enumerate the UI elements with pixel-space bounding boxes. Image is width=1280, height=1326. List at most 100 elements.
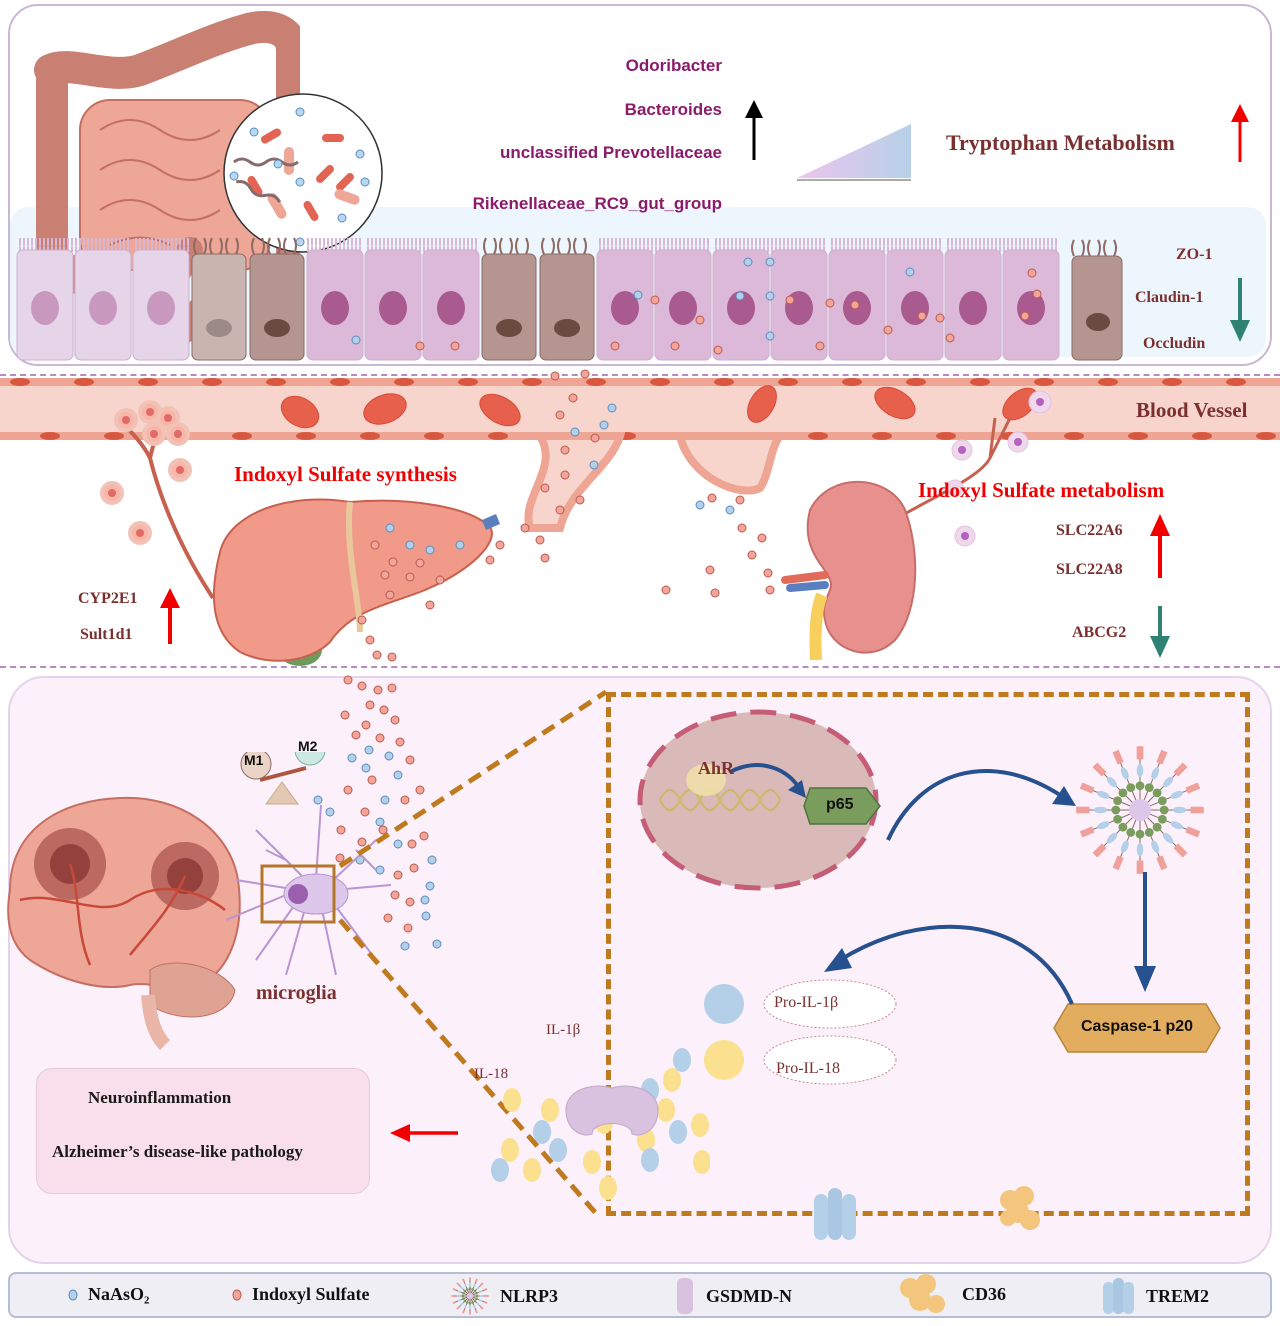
legend-label: Indoxyl Sulfate <box>252 1284 370 1304</box>
naaso2-particle <box>765 291 775 301</box>
kidney-down-gene-label: ABCG2 <box>1072 624 1127 641</box>
indoxyl-sulfate-particle <box>351 730 361 740</box>
naaso2-particle <box>393 770 403 780</box>
goblet-cell <box>249 253 305 361</box>
indoxyl-sulfate-particle <box>379 705 389 715</box>
indoxyl-sulfate-particle <box>435 575 445 585</box>
naaso2-particle <box>393 839 403 849</box>
indoxyl-sulfate-particle <box>387 683 397 693</box>
indoxyl-sulfate-particle <box>883 325 893 335</box>
indoxyl-sulfate-particle <box>825 298 835 308</box>
legend-label: TREM2 <box>1146 1285 1209 1306</box>
bacteria-label: Odoribacter <box>625 56 722 75</box>
indoxyl-sulfate-particle <box>415 341 425 351</box>
nlrp3-to-caspase-arrow <box>1134 872 1156 992</box>
il-18-molecule <box>523 1158 541 1182</box>
legend-label: GSDMD-N <box>706 1285 792 1306</box>
naaso2-particle <box>765 257 775 267</box>
il-1b-molecule <box>491 1158 509 1182</box>
liver-illustration <box>213 498 500 666</box>
legend-item-cd36: CD36 <box>896 1274 1006 1314</box>
indoxyl-sulfate-particle <box>343 675 353 685</box>
indoxyl-sulfate-particle <box>785 295 795 305</box>
bacteria-up-arrow-icon <box>745 100 763 160</box>
nucleus-illustration <box>637 709 881 891</box>
indoxyl-sulfate-particle <box>568 393 578 403</box>
indoxyl-sulfate-particle <box>763 568 773 578</box>
indoxyl-sulfate-particle <box>670 341 680 351</box>
indoxyl-sulfate-particle <box>380 570 390 580</box>
naaso2-particle <box>313 795 323 805</box>
indoxyl-sulfate-particle <box>550 371 560 381</box>
indoxyl-sulfate-particle <box>367 775 377 785</box>
indoxyl-sulfate-particle <box>383 913 393 923</box>
il-1b-molecule <box>641 1148 659 1172</box>
indoxyl-sulfate-particle <box>705 565 715 575</box>
bacteria-label: Rikenellaceae_RC9_gut_group <box>472 194 722 213</box>
tryptophan-up-arrow-icon <box>1231 104 1249 162</box>
pro-il-18-label: Pro-IL-18 <box>776 1060 840 1077</box>
indoxyl-sulfate-particle <box>405 572 415 582</box>
indoxyl-sulfate-particle <box>540 483 550 493</box>
indoxyl-sulfate-particle <box>540 553 550 563</box>
indoxyl-sulfate-particle <box>419 831 429 841</box>
nlrp3-icon <box>451 1277 489 1315</box>
indoxyl-sulfate-particle <box>407 839 417 849</box>
tight-junction-label: ZO-1 <box>1176 246 1213 263</box>
indoxyl-sulfate-particle <box>850 300 860 310</box>
section-divider <box>0 374 1280 376</box>
indoxyl-sulfate-particle <box>370 540 380 550</box>
brain-illustration <box>7 796 241 1050</box>
indoxyl-sulfate-particle <box>695 315 705 325</box>
indoxyl-sulfate-particle <box>535 535 545 545</box>
naaso2-particle <box>364 745 374 755</box>
naaso2-particle <box>743 257 753 267</box>
indoxyl-sulfate-particle <box>555 505 565 515</box>
blood-vessel-illustration <box>0 378 1280 600</box>
il-18-molecule <box>501 1138 519 1162</box>
il-1b-label: IL-1β <box>546 1022 581 1038</box>
blood-vessel-label: Blood Vessel <box>1136 398 1248 422</box>
indoxyl-sulfate-particle <box>395 737 405 747</box>
indoxyl-sulfate-particle <box>610 341 620 351</box>
goblet-cell <box>481 253 537 361</box>
naaso2-particle <box>420 895 430 905</box>
indoxyl-sulfate-particle <box>365 700 375 710</box>
p65-label: p65 <box>826 796 854 813</box>
naaso2-particle <box>905 267 915 277</box>
intestinal-epithelium <box>16 237 1060 361</box>
naaso2-particle <box>425 545 435 555</box>
indoxyl-sulfate-particle <box>1027 268 1037 278</box>
naaso2-particle <box>384 751 394 761</box>
outcome-alzheimers: Alzheimer’s disease-like pathology <box>52 1142 303 1161</box>
indoxyl-sulfate-particle <box>450 341 460 351</box>
indoxyl-sulfate-metabolism-title: Indoxyl Sulfate metabolism <box>918 478 1165 502</box>
indoxyl-sulfate-particle <box>575 495 585 505</box>
indoxyl-sulfate-particle <box>661 585 671 595</box>
m2-label: M2 <box>298 738 318 754</box>
outcome-box <box>36 1068 370 1194</box>
naaso2-particle <box>735 291 745 301</box>
tight-junction-label: Claudin-1 <box>1135 289 1204 306</box>
bacteria-label: Bacteroides <box>624 100 722 119</box>
indoxyl-sulfate-particle <box>388 557 398 567</box>
indoxyl-sulfate-particle <box>560 470 570 480</box>
il-18-label: IL-18 <box>474 1066 509 1082</box>
indoxyl-sulfate-particle <box>375 733 385 743</box>
indoxyl-sulfate-particle <box>560 445 570 455</box>
naaso2-particle <box>765 331 775 341</box>
indoxyl-sulfate-particle <box>373 685 383 695</box>
il-18-molecule <box>503 1088 521 1112</box>
indoxyl-sulfate-synthesis-title: Indoxyl Sulfate synthesis <box>234 462 457 486</box>
indoxyl-sulfate-particle <box>393 870 403 880</box>
legend-item-indoxyl-sulfate: Indoxyl Sulfate <box>232 1284 370 1305</box>
naaso2-particle <box>633 290 643 300</box>
legend-label: NLRP3 <box>500 1285 558 1306</box>
tight-junction-down-arrow-icon <box>1230 278 1250 342</box>
liver-gene-label: CYP2E1 <box>78 590 138 607</box>
indoxyl-sulfate-particle <box>365 635 375 645</box>
indoxyl-sulfate-particle <box>1032 289 1042 299</box>
indoxyl-sulfate-particle <box>390 890 400 900</box>
indoxyl-sulfate-particle <box>361 720 371 730</box>
indoxyl-sulfate-particle <box>378 825 388 835</box>
